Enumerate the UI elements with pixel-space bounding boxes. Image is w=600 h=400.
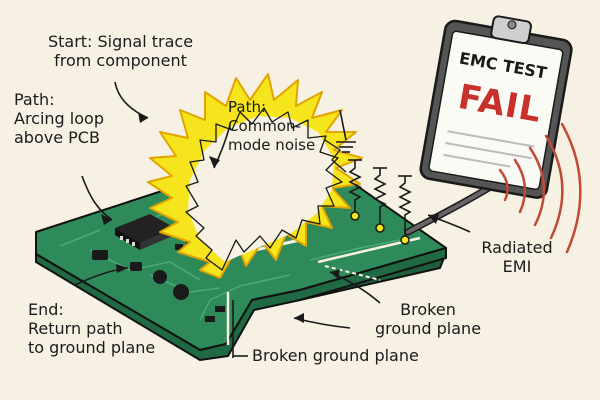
label-broken-ground-right: Broken ground plane <box>368 300 488 338</box>
label-common-mode-line2: Common- <box>228 117 301 135</box>
label-start-line2: from component <box>54 51 187 70</box>
label-end-line3: to ground plane <box>28 338 156 357</box>
label-broken-ground-bottom-line1: Broken ground plane <box>252 346 419 365</box>
label-broken-ground-right-line2: ground plane <box>374 319 482 338</box>
label-broken-ground-right-line1: Broken <box>400 300 456 319</box>
label-end: End: Return path to ground plane <box>28 300 188 357</box>
label-common-mode-line3: mode noise <box>228 136 316 154</box>
label-end-line1: End: <box>28 300 64 319</box>
label-common-mode: Path: Common- mode noise <box>228 98 338 155</box>
label-common-mode-line1: Path: <box>228 98 267 116</box>
label-arcing-path-line2: Arcing loop <box>14 109 104 128</box>
label-radiated-emi-line2: EMI <box>502 257 532 276</box>
label-start: Start: Signal trace from component <box>18 32 223 70</box>
label-end-line2: Return path <box>28 319 123 338</box>
label-arcing-path: Path: Arcing loop above PCB <box>14 90 124 147</box>
label-arcing-path-line3: above PCB <box>14 128 100 147</box>
ground-symbol-icon <box>336 109 356 153</box>
label-broken-ground-bottom: Broken ground plane <box>252 346 472 365</box>
lightning-arc-icon <box>147 73 363 279</box>
probe-pins <box>350 211 410 245</box>
label-start-line1: Start: Signal trace <box>47 32 194 51</box>
label-arcing-path-line1: Path: <box>14 90 55 109</box>
label-radiated-emi-line1: Radiated <box>481 238 553 257</box>
resistor-icon <box>348 159 412 236</box>
arrow-heads <box>101 112 439 323</box>
lower-components <box>205 306 225 322</box>
radio-wave-icon <box>498 122 582 254</box>
label-radiated-emi: Radiated EMI <box>462 238 572 276</box>
